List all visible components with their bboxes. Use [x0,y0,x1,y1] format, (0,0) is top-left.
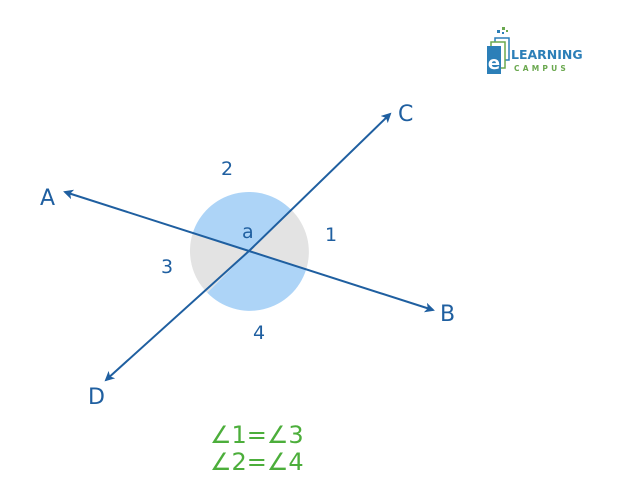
intersection-label: a [242,221,254,243]
equation-1: ∠1=∠3 [210,421,304,449]
line-ab [248,250,435,313]
e-book-icon: e [487,27,510,74]
angle-label-4: 4 [253,322,265,344]
line-ab [63,189,250,252]
equation-2: ∠2=∠4 [210,448,304,476]
sector-angle-1 [249,209,309,270]
angle-label-2: 2 [221,158,233,180]
angle-label-1: 1 [325,224,337,246]
elearning-campus-logo: e LEARNING CAMPUS [487,27,583,74]
sector-angle-4 [207,251,307,311]
point-label-a: A [40,186,55,211]
logo-text-campus: CAMPUS [514,64,569,73]
svg-text:e: e [488,53,500,74]
angle-sectors [189,191,309,311]
point-label-b: B [440,302,455,327]
angle-label-3: 3 [161,256,173,278]
line-cd [104,250,250,382]
sector-angle-2 [192,191,291,251]
logo-text-learning: LEARNING [511,47,583,62]
sector-angle-3 [189,232,249,293]
line-cd [248,112,392,252]
point-label-c: C [398,102,413,127]
point-label-d: D [88,385,105,410]
